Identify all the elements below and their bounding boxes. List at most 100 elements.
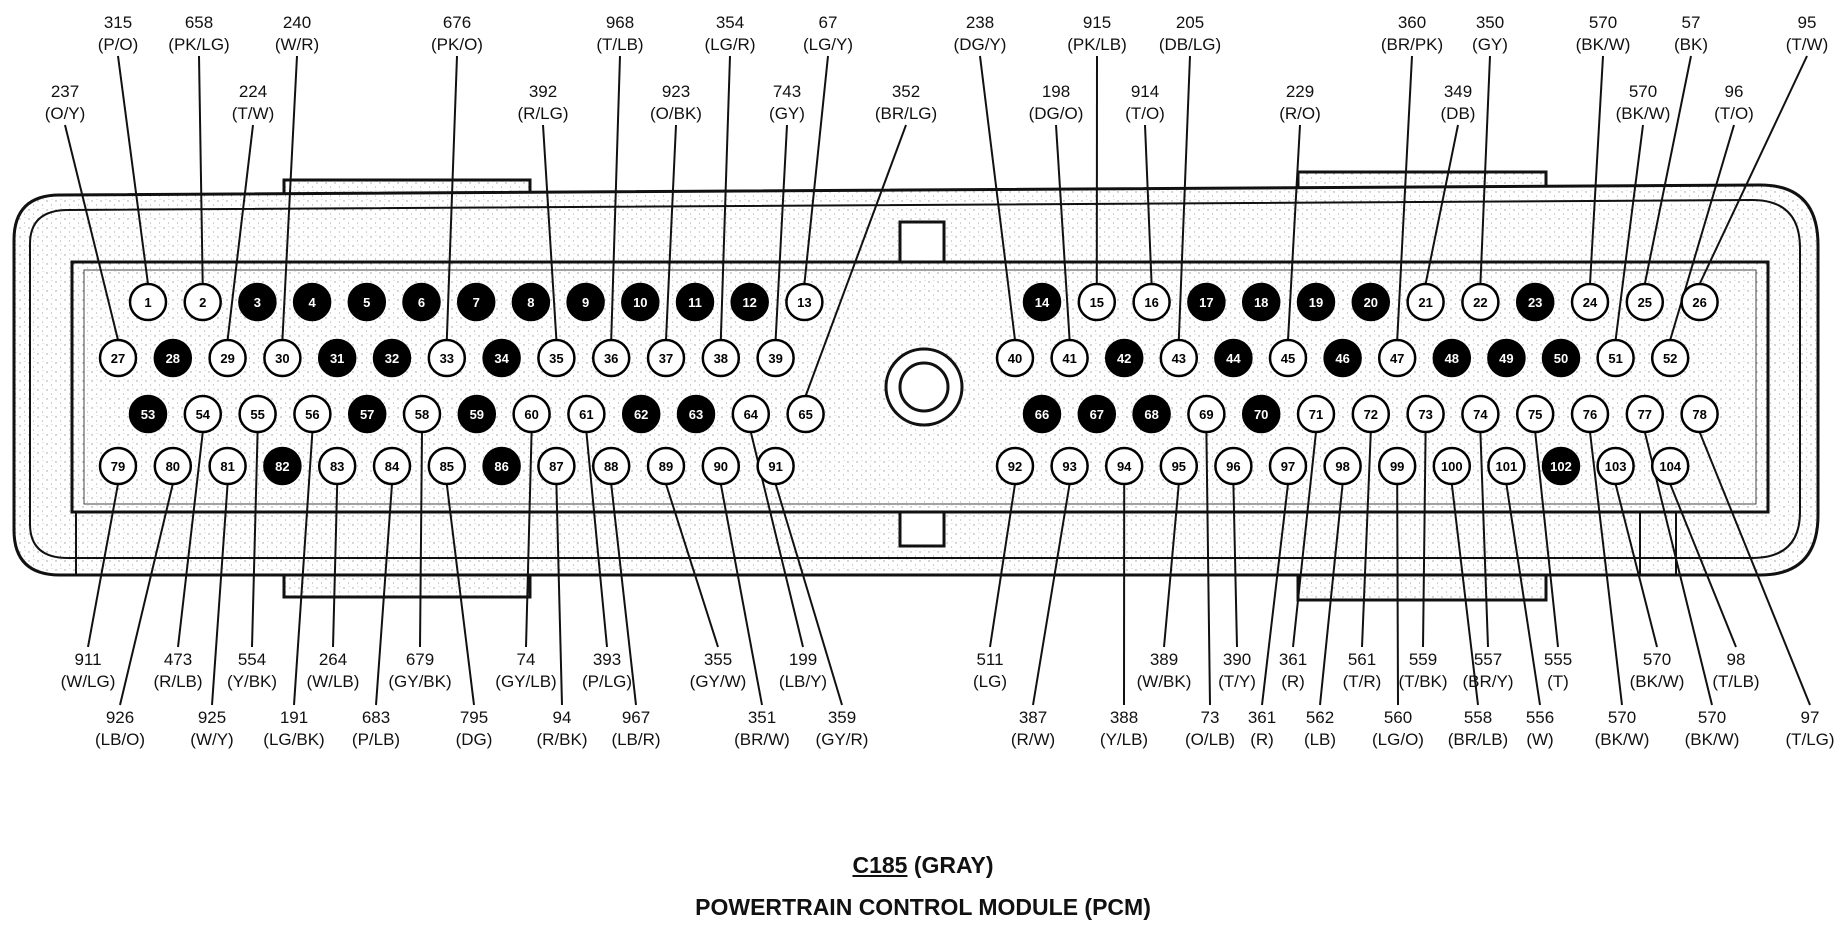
pin-number-98: 98 — [1335, 459, 1349, 474]
pin-number-103: 103 — [1605, 459, 1627, 474]
pin-number-72: 72 — [1364, 407, 1378, 422]
wire-color: (LG/O) — [1372, 730, 1424, 749]
pin-66 — [1022, 394, 1062, 434]
pin-number-36: 36 — [604, 351, 618, 366]
wire-color: (W/R) — [275, 35, 319, 54]
leader-line-pin-38 — [719, 55, 731, 341]
pin-number-94: 94 — [1117, 459, 1132, 474]
pin-number-20: 20 — [1364, 295, 1378, 310]
center-boss-inner — [898, 361, 950, 413]
pin-96 — [1214, 446, 1253, 486]
leader-line-pin-89 — [665, 483, 719, 648]
pin-number-19: 19 — [1309, 295, 1323, 310]
pin-14 — [1022, 282, 1062, 322]
pin-75 — [1515, 394, 1555, 434]
pin-number-10: 10 — [633, 295, 647, 310]
bottom-label-35: 570(BK/W) — [1630, 650, 1685, 691]
bottom-label-22: 73(O/LB) — [1185, 708, 1235, 749]
wire-color: (R/W) — [1011, 730, 1055, 749]
circuit-number: 315 — [104, 13, 132, 32]
circuit-number: 205 — [1176, 13, 1204, 32]
leader-line-pin-103 — [1614, 483, 1658, 648]
pin-76 — [1570, 394, 1610, 434]
wire-color: (LG/Y) — [803, 35, 853, 54]
wire-color: (BK/W) — [1595, 730, 1650, 749]
leader-line-pin-78 — [1698, 431, 1811, 706]
pin-number-44: 44 — [1226, 351, 1241, 366]
pin-22 — [1461, 282, 1500, 322]
bottom-label-18: 511(LG) — [973, 650, 1007, 691]
pin-number-46: 46 — [1335, 351, 1349, 366]
pin-1 — [128, 282, 168, 322]
bottom-label-8: 679(GY/BK) — [388, 650, 451, 691]
circuit-number: 359 — [828, 708, 856, 727]
pin-number-30: 30 — [275, 351, 289, 366]
pin-number-4: 4 — [308, 295, 316, 310]
wire-color: (T/LB) — [596, 35, 643, 54]
top-label-4: 224(T/W) — [232, 82, 274, 123]
pin-4 — [292, 282, 332, 322]
circuit-number: 560 — [1384, 708, 1412, 727]
pin-number-64: 64 — [744, 407, 759, 422]
pin-number-47: 47 — [1390, 351, 1404, 366]
pin-13 — [785, 282, 824, 322]
pin-number-27: 27 — [111, 351, 125, 366]
circuit-number: 361 — [1248, 708, 1276, 727]
bottom-label-29: 559(T/BK) — [1398, 650, 1447, 691]
leader-line-pin-90 — [719, 483, 763, 706]
circuit-number: 511 — [976, 650, 1003, 669]
circuit-number: 57 — [1682, 13, 1701, 32]
leader-line-pin-81 — [211, 483, 229, 706]
circuit-number: 360 — [1398, 13, 1426, 32]
pin-number-79: 79 — [111, 459, 125, 474]
pin-number-73: 73 — [1418, 407, 1432, 422]
connector-color: (GRAY) — [907, 852, 994, 878]
pin-37 — [646, 338, 686, 378]
pin-43 — [1159, 338, 1199, 378]
circuit-number: 94 — [553, 708, 572, 727]
top-label-25: 96(T/O) — [1714, 82, 1754, 123]
pin-79 — [98, 446, 138, 486]
pin-number-15: 15 — [1090, 295, 1104, 310]
pin-46 — [1323, 338, 1362, 378]
circuit-number: 389 — [1150, 650, 1178, 669]
wire-color: (BK/W) — [1576, 35, 1631, 54]
bottom-label-9: 795(DG) — [456, 708, 493, 749]
circuit-number: 743 — [773, 82, 801, 101]
circuit-number: 98 — [1727, 650, 1746, 669]
pin-44 — [1214, 338, 1253, 378]
wire-color: (O/LB) — [1185, 730, 1235, 749]
leader-line-pin-97 — [1261, 483, 1289, 706]
pin-17 — [1187, 282, 1226, 322]
circuit-number: 570 — [1608, 708, 1636, 727]
leader-line-pin-76 — [1589, 431, 1623, 706]
bottom-label-2: 473(R/LB) — [153, 650, 202, 691]
circuit-number: 350 — [1476, 13, 1504, 32]
pin-27 — [98, 338, 138, 378]
top-label-24: 57(BK) — [1674, 13, 1708, 54]
circuit-number: 915 — [1083, 13, 1111, 32]
bottom-label-23: 390(T/Y) — [1218, 650, 1256, 691]
circuit-number: 926 — [106, 708, 134, 727]
pin-48 — [1432, 338, 1472, 378]
pin-12 — [730, 282, 769, 322]
pin-52 — [1650, 338, 1690, 378]
bottom-label-36: 570(BK/W) — [1685, 708, 1740, 749]
leader-line-pin-73 — [1422, 431, 1427, 648]
wire-color: (GY/BK) — [388, 672, 451, 691]
leader-line-pin-2 — [198, 55, 204, 285]
pin-98 — [1323, 446, 1362, 486]
pin-92 — [995, 446, 1035, 486]
module-title: POWERTRAIN CONTROL MODULE (PCM) — [695, 894, 1151, 920]
pin-number-42: 42 — [1117, 351, 1131, 366]
pin-number-23: 23 — [1528, 295, 1542, 310]
key-top — [898, 220, 946, 264]
pin-number-35: 35 — [549, 351, 563, 366]
pin-88 — [591, 446, 631, 486]
wire-color: (BR/LB) — [1448, 730, 1508, 749]
pin-30 — [263, 338, 302, 378]
wire-color: (BR/W) — [734, 730, 790, 749]
pin-103 — [1596, 446, 1635, 486]
pin-32 — [372, 338, 412, 378]
wire-color: (GY) — [1472, 35, 1508, 54]
